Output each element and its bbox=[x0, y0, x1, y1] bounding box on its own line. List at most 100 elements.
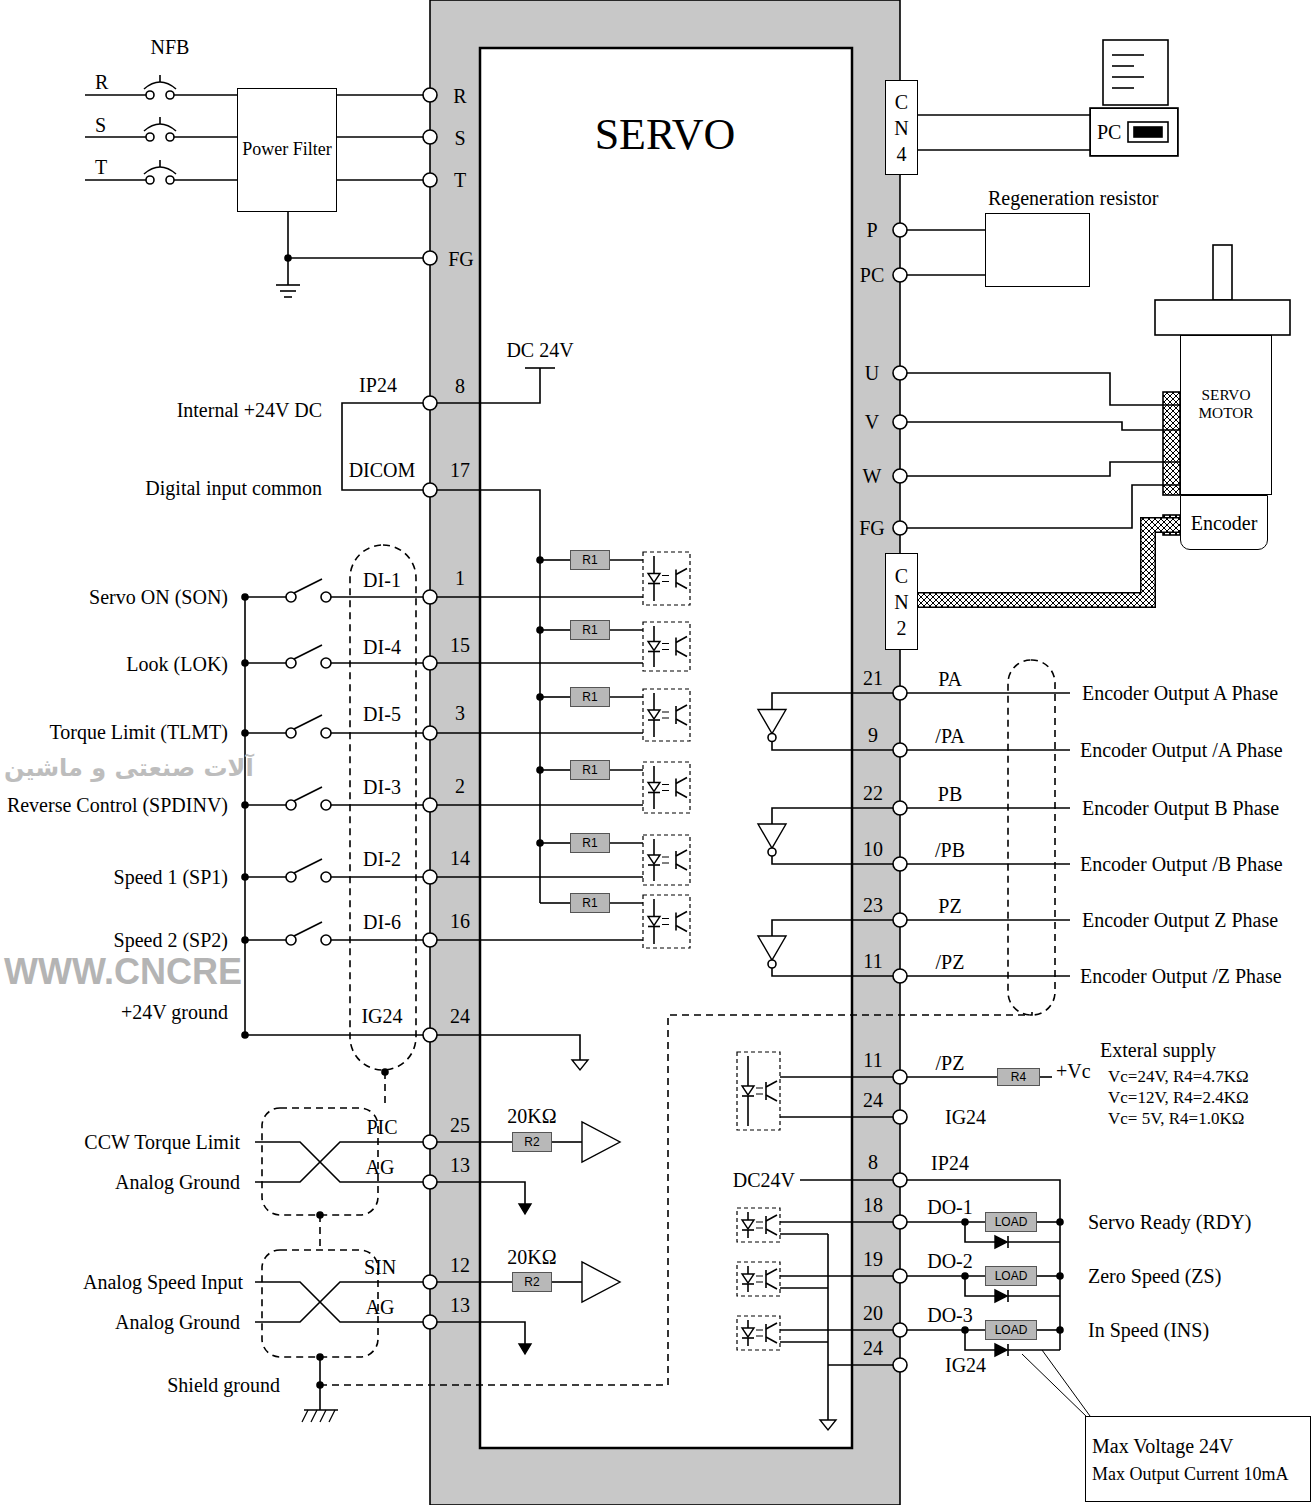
pin-number: 20 bbox=[863, 1303, 883, 1323]
wire bbox=[552, 1281, 582, 1283]
junction-dot bbox=[285, 255, 291, 261]
breaker-symbol bbox=[159, 117, 161, 124]
light-arrow bbox=[662, 784, 669, 785]
wire bbox=[437, 1322, 525, 1344]
ground-arrow bbox=[519, 1204, 531, 1214]
signal-label: Analog Ground bbox=[115, 1172, 240, 1192]
led-symbol bbox=[648, 917, 660, 926]
breaker-contact bbox=[146, 176, 154, 184]
signal-label: DI-1 bbox=[363, 570, 401, 590]
shield-wire bbox=[320, 1012, 1032, 1385]
led-symbol bbox=[653, 766, 655, 783]
terminal bbox=[893, 415, 907, 429]
signal-label: S bbox=[454, 128, 465, 148]
switch-blade bbox=[294, 645, 322, 659]
ground-symbol bbox=[284, 296, 292, 298]
note-text: Max Voltage 24V bbox=[1092, 1431, 1233, 1461]
transistor-symbol bbox=[676, 705, 687, 711]
signal-label: Encoder Output Z Phase bbox=[1082, 910, 1278, 930]
wire bbox=[828, 1364, 893, 1366]
signal-label: AG bbox=[366, 1297, 395, 1317]
wire bbox=[780, 1275, 893, 1277]
light-arrow bbox=[662, 857, 669, 858]
breaker-symbol bbox=[144, 167, 176, 174]
signal-label: 20KΩ bbox=[507, 1247, 556, 1267]
signal-label: +24V ground bbox=[121, 1002, 228, 1022]
pc-drive bbox=[1134, 127, 1162, 137]
component-value: R2 bbox=[524, 1276, 539, 1288]
resistor-box: Regeneration resistor bbox=[985, 213, 1090, 287]
optocoupler bbox=[643, 552, 690, 605]
pin-number: 24 bbox=[863, 1338, 883, 1358]
signal-label: DO-3 bbox=[927, 1305, 973, 1325]
ground-symbol bbox=[329, 1410, 335, 1422]
transistor-symbol bbox=[765, 1216, 767, 1234]
wire bbox=[1008, 1349, 1060, 1351]
wire bbox=[85, 179, 146, 181]
terminal bbox=[893, 1070, 907, 1084]
wire bbox=[780, 1233, 828, 1235]
wire bbox=[610, 842, 643, 844]
transistor-symbol bbox=[676, 912, 687, 918]
terminal bbox=[893, 223, 907, 237]
connector-name: C N 2 bbox=[892, 563, 912, 641]
transistor-symbol bbox=[765, 1082, 767, 1100]
breaker-symbol bbox=[159, 160, 161, 167]
terminal bbox=[423, 483, 437, 497]
signal-label: P bbox=[866, 220, 877, 240]
component-value: R1 bbox=[582, 554, 597, 566]
transistor-symbol bbox=[766, 1283, 777, 1289]
component-box: R2 bbox=[512, 1272, 552, 1292]
transistor-symbol bbox=[676, 719, 687, 725]
wire bbox=[255, 1282, 423, 1322]
breaker-contact bbox=[146, 133, 154, 141]
terminal bbox=[893, 1323, 907, 1337]
signal-label: SIN bbox=[364, 1257, 396, 1277]
pin-number: 11 bbox=[863, 951, 882, 971]
shield-bracket bbox=[350, 545, 416, 1070]
pin-number: 21 bbox=[863, 668, 883, 688]
wire bbox=[907, 1329, 985, 1331]
terminal bbox=[893, 913, 907, 927]
light-arrow bbox=[662, 924, 669, 925]
breaker-contact bbox=[166, 133, 174, 141]
pin-number: 24 bbox=[863, 1090, 883, 1110]
switch-blade bbox=[294, 579, 322, 593]
terminal bbox=[893, 857, 907, 871]
motor-shaft bbox=[1213, 245, 1232, 300]
document-icon bbox=[1112, 65, 1134, 67]
twisted-pair-shield bbox=[262, 1250, 378, 1357]
wire bbox=[907, 1180, 1060, 1350]
document-icon bbox=[1112, 76, 1144, 78]
shield-wire bbox=[319, 1215, 321, 1250]
transistor-symbol bbox=[766, 1081, 777, 1087]
cable-hatch bbox=[918, 525, 1180, 600]
wire bbox=[918, 115, 1090, 116]
ground-arrow bbox=[519, 1344, 531, 1354]
light-arrow bbox=[662, 718, 669, 719]
wire bbox=[437, 1182, 525, 1204]
wire bbox=[900, 462, 1180, 476]
connector-box: C N 2 bbox=[885, 553, 918, 650]
leader-line bbox=[1022, 1354, 1088, 1418]
signal-label: Look (LOK) bbox=[126, 654, 228, 674]
light-arrow bbox=[662, 712, 669, 713]
inverter-bubble bbox=[768, 848, 776, 856]
document-icon bbox=[1103, 40, 1168, 105]
transistor-symbol bbox=[765, 1270, 767, 1288]
transistor-symbol bbox=[675, 851, 677, 869]
wire bbox=[245, 804, 286, 806]
signal-label: Exteral supply bbox=[1100, 1040, 1216, 1060]
led-symbol bbox=[747, 1096, 749, 1126]
signal-label: AG bbox=[366, 1157, 395, 1177]
signal-label: FG bbox=[448, 249, 474, 269]
wire bbox=[540, 696, 570, 698]
wire bbox=[437, 1281, 512, 1283]
pin-number: 16 bbox=[450, 911, 470, 931]
light-arrow bbox=[662, 581, 669, 582]
pin-number: 17 bbox=[450, 460, 470, 480]
terminal bbox=[423, 933, 437, 947]
signal-label: DC 24V bbox=[506, 340, 573, 360]
wire bbox=[331, 596, 423, 598]
optocoupler bbox=[643, 762, 690, 813]
